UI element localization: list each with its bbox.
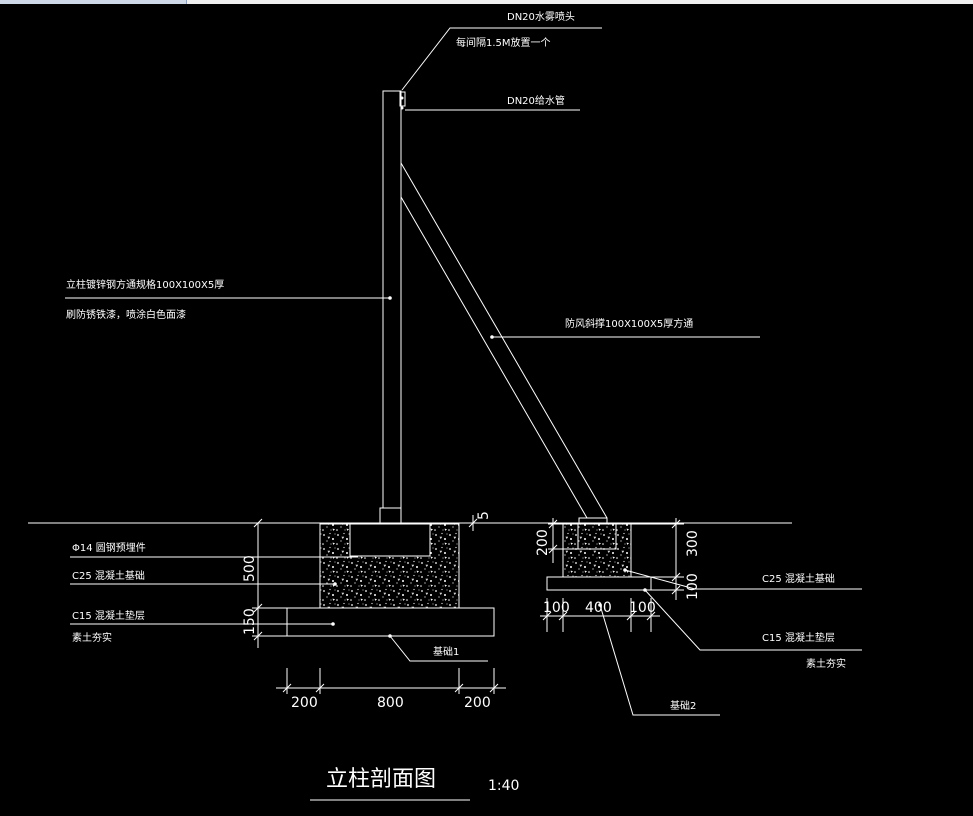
drawing-title: 立柱剖面图: [326, 767, 436, 792]
window-top-bar: [0, 0, 973, 4]
leaders-top: [65, 27, 760, 339]
dim-right-100: 100: [685, 573, 701, 600]
dim-left-200a: 200: [291, 695, 318, 711]
dim-left-500: 500: [242, 555, 258, 582]
dims-left: [252, 515, 506, 694]
dim-right-200: 200: [535, 529, 551, 556]
label-soil-left: 素土夯实: [72, 631, 112, 644]
label-foundation-2: 基础2: [670, 699, 696, 712]
label-post-spec: 立柱镀锌钢方通规格100X100X5厚: [66, 278, 224, 291]
leaders-right: [598, 568, 862, 716]
drawing-scale: 1:40: [488, 778, 519, 794]
window-tab[interactable]: [0, 0, 187, 4]
label-brace: 防风斜撑100X100X5厚方通: [565, 317, 693, 330]
label-c25-left: C25 混凝土基础: [72, 569, 145, 582]
label-c15-right: C15 混凝土垫层: [762, 631, 835, 644]
dim-right-100a: 100: [543, 600, 570, 616]
label-post-coating: 刷防锈铁漆，喷涂白色面漆: [66, 308, 186, 321]
dim-left-200b: 200: [464, 695, 491, 711]
leaders-left: [70, 556, 488, 662]
foundation-1: [286, 523, 495, 637]
dim-right-400: 400: [585, 600, 612, 616]
label-spacing: 每间隔1.5M放置一个: [456, 36, 551, 49]
label-water-pipe: DN20给水管: [507, 94, 565, 107]
label-anchor-bar: Φ14 圆钢预埋件: [72, 541, 146, 554]
dim-left-800: 800: [377, 695, 404, 711]
steel-post: [379, 90, 402, 524]
label-soil-right: 素土夯实: [806, 657, 846, 670]
sprinkler-head-icon: [399, 91, 406, 110]
dim-left-150: 150: [242, 608, 258, 635]
label-sprinkler: DN20水雾喷头: [507, 11, 575, 23]
label-c25-right: C25 混凝土基础: [762, 572, 835, 585]
foundation-2: [546, 523, 652, 591]
dim-right-300: 300: [685, 530, 701, 557]
label-foundation-1: 基础1: [433, 645, 459, 658]
dims-right: [540, 518, 684, 632]
dim-right-100b: 100: [629, 600, 656, 616]
wind-brace: [400, 162, 608, 525]
dim-top-5: 5: [476, 511, 492, 520]
label-c15-left: C15 混凝土垫层: [72, 609, 145, 622]
